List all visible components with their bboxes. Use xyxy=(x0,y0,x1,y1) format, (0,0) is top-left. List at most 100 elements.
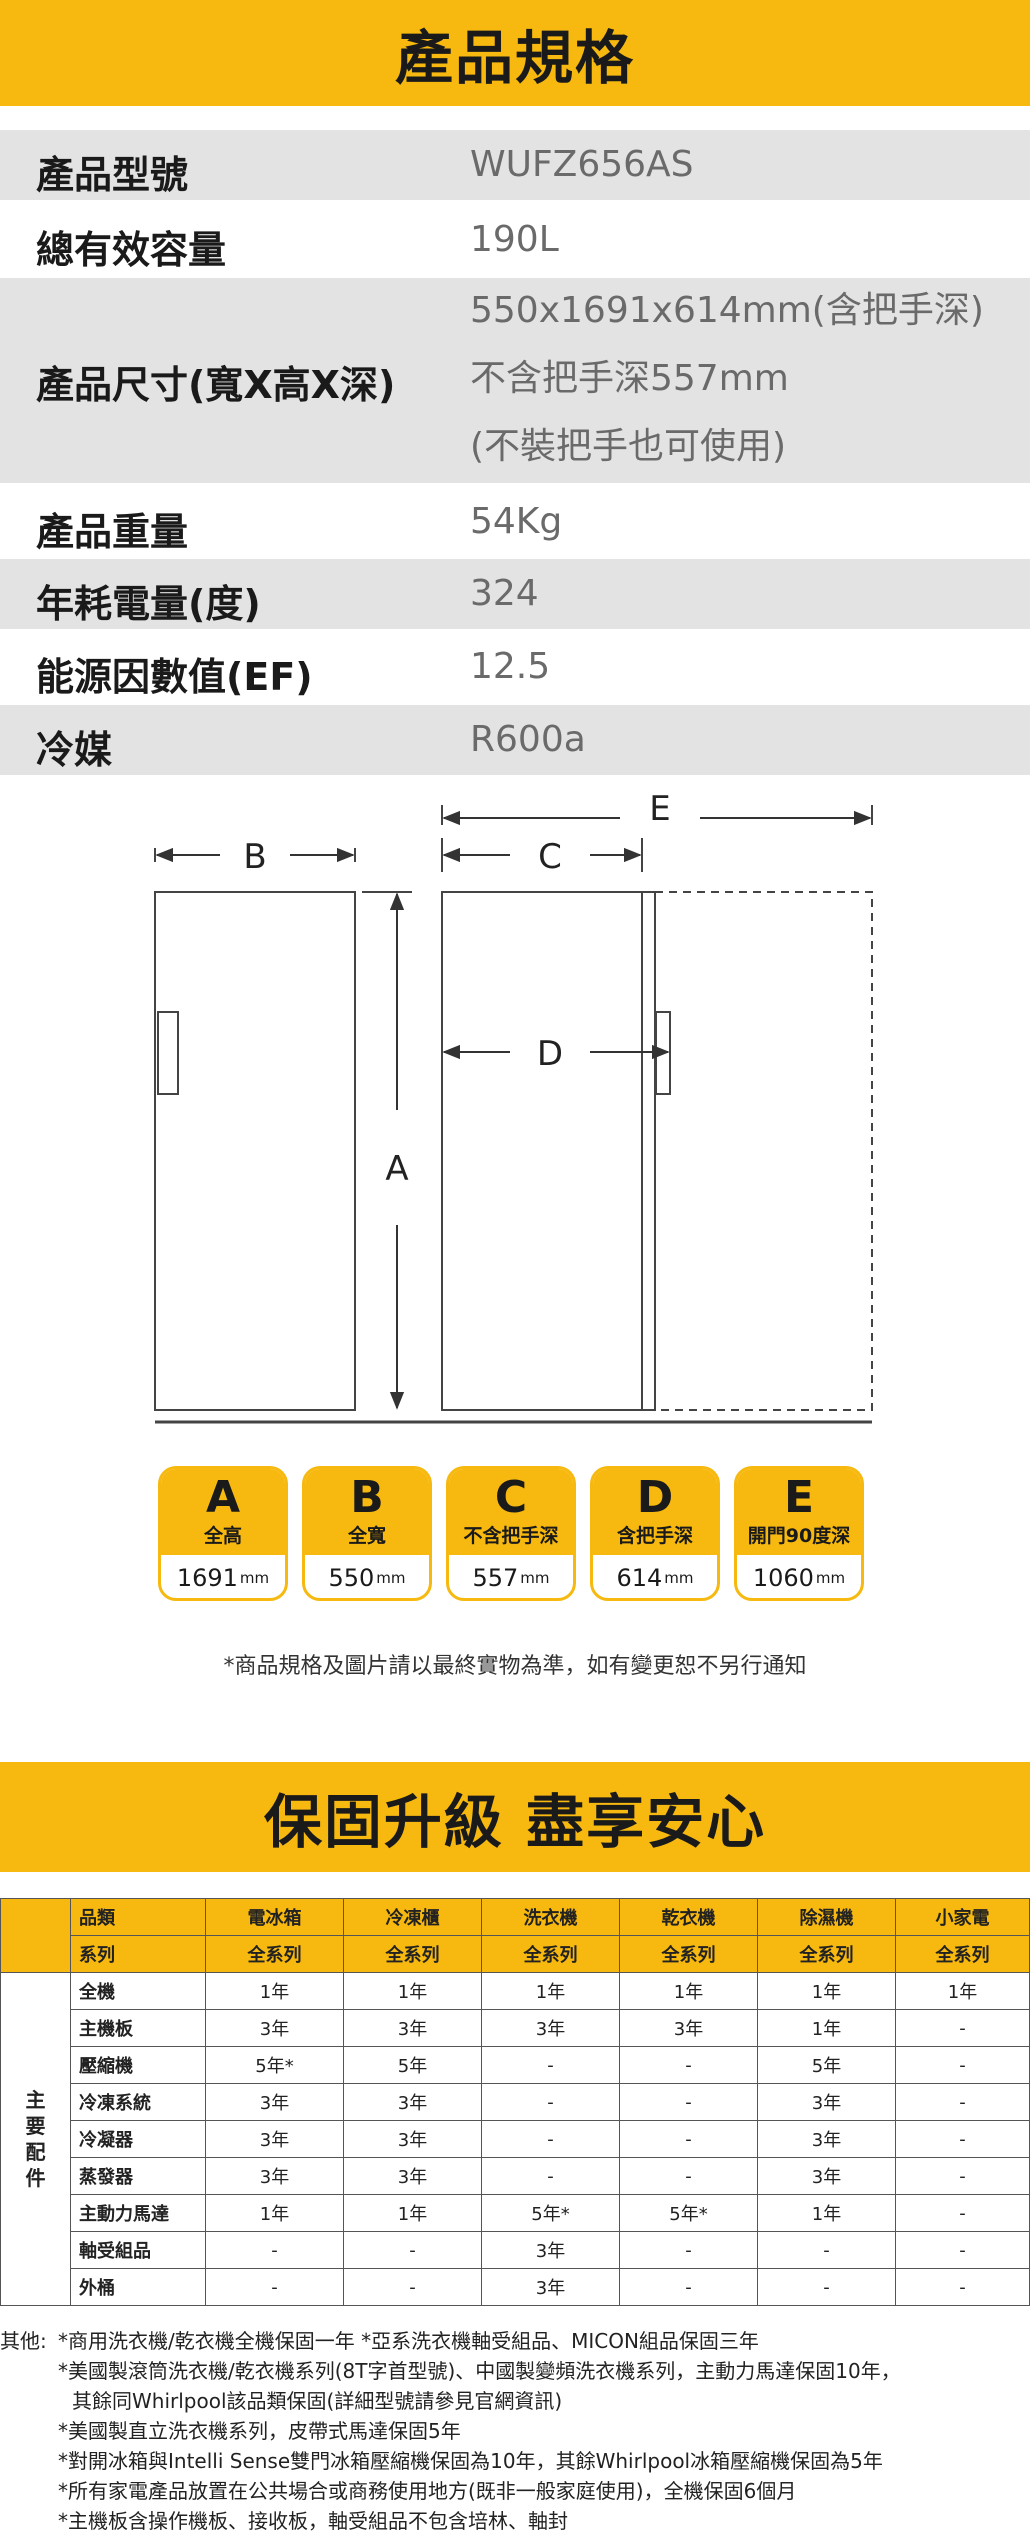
table-cell: - xyxy=(205,2268,344,2306)
spec-label: 能源因數值(EF) xyxy=(36,655,313,699)
note-text: *主機板含操作機板、接收板，軸受組品不包含培林、軸封 xyxy=(58,2509,568,2533)
table-cell: - xyxy=(619,2157,758,2195)
table-cell: - xyxy=(619,2120,758,2158)
spec-label: 產品型號 xyxy=(36,153,189,197)
series-cell: 全系列 xyxy=(619,1935,758,1973)
fridge-front-handle xyxy=(157,1011,179,1095)
table-cell: - xyxy=(895,2009,1030,2047)
category-header: 品類 xyxy=(70,1898,206,1936)
category-cell: 除濕機 xyxy=(757,1898,896,1936)
table-cell: 1年 xyxy=(757,1972,896,2010)
badge-letter: A xyxy=(205,1472,241,1523)
badge-unit: mm xyxy=(376,1569,406,1587)
table-cell: 3年 xyxy=(205,2083,344,2121)
side-label-char: 要 xyxy=(25,2114,46,2138)
table-cell: - xyxy=(343,2231,482,2269)
spec-row-weight: 產品重量 54Kg xyxy=(0,487,1030,557)
part-label: 全機 xyxy=(70,1972,206,2010)
table-cell: 3年 xyxy=(343,2157,482,2195)
part-label: 冷凝器 xyxy=(70,2120,206,2158)
table-cell: 3年 xyxy=(205,2120,344,2158)
spec-value: 190L xyxy=(470,219,559,260)
category-cell: 乾衣機 xyxy=(619,1898,758,1936)
spec-row-model: 產品型號 WUFZ656AS xyxy=(0,130,1030,200)
table-cell: 5年* xyxy=(205,2046,344,2084)
badge-unit: mm xyxy=(239,1569,270,1587)
table-cell: 3年 xyxy=(343,2009,482,2047)
table-cell: - xyxy=(895,2083,1030,2121)
dim-label-c: C xyxy=(538,837,562,877)
table-cell: 1年 xyxy=(895,1972,1030,2010)
table-cell: - xyxy=(757,2268,896,2306)
part-label: 主動力馬達 xyxy=(70,2194,206,2232)
side-label-char: 配 xyxy=(25,2140,46,2164)
table-cell: 1年 xyxy=(757,2009,896,2047)
badge-name: 全寬 xyxy=(347,1525,386,1547)
part-label: 冷凍系統 xyxy=(70,2083,206,2121)
part-label: 外桶 xyxy=(70,2268,206,2306)
table-cell: 3年 xyxy=(481,2231,620,2269)
table-cell: - xyxy=(481,2046,620,2084)
table-cell: 5年 xyxy=(343,2046,482,2084)
badge-value: 1060 xyxy=(752,1564,814,1592)
warranty-header-row: 品類 電冰箱 冷凍櫃 洗衣機 乾衣機 除濕機 小家電 xyxy=(0,1898,1030,1973)
badge-value: 614 xyxy=(616,1564,663,1592)
part-label: 蒸發器 xyxy=(70,2157,206,2195)
note-line: *所有家電產品放置在公共場合或商務使用地方(既非一般家庭使用)，全機保固6個月 xyxy=(0,2476,1030,2506)
series-cell: 全系列 xyxy=(895,1935,1030,1973)
table-cell: 3年 xyxy=(205,2157,344,2195)
fridge-front-outline xyxy=(154,891,356,1411)
table-cell: 5年 xyxy=(757,2046,896,2084)
fridge-side-door xyxy=(641,891,656,1411)
notes-prefix: 其他: xyxy=(0,2329,47,2353)
table-cell: 1年 xyxy=(205,1972,344,2010)
part-label: 主機板 xyxy=(70,2009,206,2047)
spec-banner: 產品規格 xyxy=(0,0,1030,106)
table-cell: 3年 xyxy=(619,2009,758,2047)
table-cell: 3年 xyxy=(205,2009,344,2047)
table-cell: - xyxy=(895,2268,1030,2306)
spec-value: 不含把手深557mm xyxy=(470,358,789,399)
badge-letter: D xyxy=(636,1472,674,1523)
category-cell: 小家電 xyxy=(895,1898,1030,1936)
table-cell: 1年 xyxy=(757,2194,896,2232)
badge-value: 557 xyxy=(472,1564,519,1592)
table-cell: 3年 xyxy=(757,2157,896,2195)
category-cell: 冷凍櫃 xyxy=(343,1898,482,1936)
note-text: *對開冰箱與Intelli Sense雙門冰箱壓縮機保固為10年，其餘Whirl… xyxy=(58,2449,883,2473)
table-cell: - xyxy=(619,2268,758,2306)
badge-name: 不含把手深 xyxy=(463,1525,559,1547)
category-cell: 洗衣機 xyxy=(481,1898,620,1936)
table-cell: 3年 xyxy=(343,2120,482,2158)
table-cell: 5年* xyxy=(619,2194,758,2232)
part-label: 軸受組品 xyxy=(70,2231,206,2269)
series-cell: 全系列 xyxy=(343,1935,482,1973)
spec-value: 324 xyxy=(470,573,539,614)
badge-name: 含把手深 xyxy=(616,1525,693,1547)
table-row: 冷凝器 3年 3年 - - 3年 - xyxy=(1,2120,1030,2158)
spec-value: 550x1691x614mm(含把手深) xyxy=(470,290,984,331)
spec-label: 冷媒 xyxy=(36,728,113,772)
table-cell: - xyxy=(481,2120,620,2158)
side-label-text: 主要配件 xyxy=(1,2087,70,2191)
table-cell: 5年* xyxy=(481,2194,620,2232)
dim-label-e: E xyxy=(649,789,670,829)
badge-name: 開門90度深 xyxy=(747,1525,851,1547)
badge-value: 550 xyxy=(328,1564,375,1592)
badge-letter: B xyxy=(350,1472,384,1523)
note-text: *美國製滾筒洗衣機/乾衣機系列(8T字首型號)、中國製變頻洗衣機系列，主動力馬達… xyxy=(58,2359,901,2383)
table-cell: 1年 xyxy=(619,1972,758,2010)
warranty-corner xyxy=(0,1898,71,1973)
note-line: *美國製直立洗衣機系列，皮帶式馬達保固5年 xyxy=(0,2416,1030,2446)
table-cell: - xyxy=(343,2268,482,2306)
note-text: 其餘同Whirlpool該品類保固(詳細型號請參見官網資訊) xyxy=(72,2389,563,2413)
series-cell: 全系列 xyxy=(205,1935,344,1973)
table-row: 軸受組品 - - 3年 - - - xyxy=(1,2231,1030,2269)
table-row: 主要配件 全機 1年 1年 1年 1年 1年 1年 xyxy=(0,1972,1030,2306)
table-cell: - xyxy=(205,2231,344,2269)
table-cell: 1年 xyxy=(343,2194,482,2232)
spec-label: 產品尺寸(寬X高X深) xyxy=(36,363,396,407)
spec-label: 總有效容量 xyxy=(36,228,227,272)
